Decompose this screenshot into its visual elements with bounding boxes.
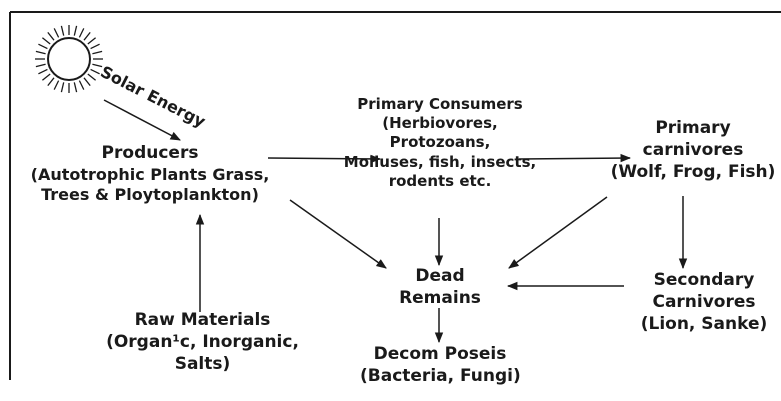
sun-ray — [53, 80, 60, 90]
raw-materials-line-1: Raw Materials — [134, 310, 271, 330]
primary-consumers-line-3: Protozoans, — [389, 133, 491, 152]
arrow-primary-carnivores-to-dead-remains — [508, 196, 608, 269]
decomposers-line-1: Decom Poseis — [373, 344, 507, 364]
arrow-producers-to-dead-remains — [289, 199, 387, 269]
sun-ray — [35, 63, 46, 68]
sun-ray — [41, 37, 51, 45]
sun-ray — [87, 73, 97, 81]
secondary-carnivores-node: Secondary Carnivores (Lion, Sanke) — [630, 270, 778, 335]
sun-ray — [35, 50, 46, 55]
sun-ray — [92, 50, 103, 55]
raw-materials-line-3: Salts) — [174, 353, 231, 374]
sun-ray — [87, 37, 97, 45]
primary-carnivores-line-1: Primary — [655, 118, 731, 138]
producers-line-2: Trees & Ploytoplankton) — [41, 185, 259, 205]
arrow-sun-to-producers — [103, 99, 181, 141]
sun-icon — [35, 25, 103, 93]
sun-ray — [38, 43, 48, 50]
primary-carnivores-line-3: (Wolf, Frog, Fish) — [610, 161, 776, 182]
secondary-carnivores-line-2: Carnivores — [652, 291, 756, 312]
decomposers-node: Decom Poseis (Bacteria, Fungi) — [360, 344, 521, 388]
primary-consumers-line-4: Molluses, fish, insects, — [343, 152, 537, 171]
sun-ray — [47, 77, 55, 87]
dead-remains-line-1: Dead — [415, 266, 465, 286]
sun-ray — [83, 31, 91, 41]
sun-ray — [53, 28, 60, 38]
sun-ray — [78, 28, 85, 38]
primary-consumers-line-5: rodents etc. — [388, 171, 492, 190]
sun-ray — [90, 68, 100, 75]
decomposers-line-2: (Bacteria, Fungi) — [360, 365, 521, 386]
secondary-carnivores-line-1: Secondary — [653, 270, 755, 290]
raw-materials-line-2: (Organ¹c, Inorganic, — [106, 331, 299, 352]
sun-ray — [47, 31, 55, 41]
primary-consumers-line-2: (Herbiovores, — [382, 114, 498, 133]
secondary-carnivores-line-3: (Lion, Sanke) — [640, 313, 768, 334]
dead-remains-node: Dead Remains — [395, 266, 485, 310]
primary-carnivores-node: Primary carnivores (Wolf, Frog, Fish) — [608, 118, 778, 183]
primary-carnivores-line-2: carnivores — [642, 139, 744, 160]
sun-ray — [78, 80, 85, 90]
sun-ray — [73, 25, 78, 36]
arrow-primary-consumers-to-primary-carnivores — [518, 153, 632, 163]
sun-ray — [60, 25, 65, 36]
producers-line-1: (Autotrophic Plants Grass, — [30, 164, 270, 184]
sun-ray — [92, 63, 103, 68]
sun-ray — [38, 68, 48, 75]
sun-ray — [90, 43, 100, 50]
primary-consumers-line-1: Primary Consumers — [357, 95, 523, 113]
producers-node: Producers (Autotrophic Plants Grass, Tre… — [10, 143, 290, 206]
primary-consumers-node: Primary Consumers (Herbiovores, Protozoa… — [335, 95, 545, 191]
dead-remains-line-2: Remains — [399, 287, 481, 308]
producers-title: Producers — [101, 143, 199, 163]
sun-ray — [60, 82, 65, 93]
sun-ray — [41, 73, 51, 81]
sun-ray — [83, 77, 91, 87]
raw-materials-node: Raw Materials (Organ¹c, Inorganic, Salts… — [80, 310, 325, 375]
arrow-producers-to-primary-consumers — [267, 154, 382, 164]
sun-ray — [73, 82, 78, 93]
